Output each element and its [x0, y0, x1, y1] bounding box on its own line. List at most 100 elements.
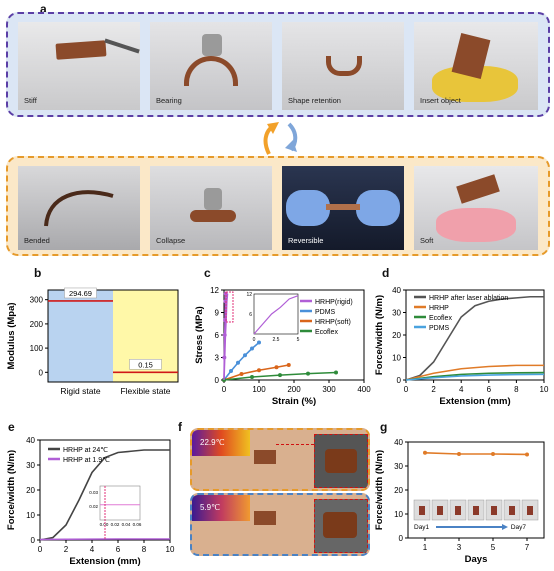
- y-axis-label: Force/width (N/m): [6, 450, 17, 530]
- x-axis-label: Days: [465, 554, 488, 565]
- series-line: [424, 452, 528, 456]
- x-tick-label: 8: [514, 385, 519, 394]
- thermal-image-warm: [192, 430, 250, 456]
- day-photo-sample: [437, 506, 443, 515]
- series-line: [405, 364, 544, 381]
- bent-sample: [44, 190, 114, 227]
- rigid-state-region: [48, 290, 113, 382]
- data-point: [229, 369, 233, 373]
- photo-soft: Soft: [414, 166, 538, 250]
- y-axis-label: Modulus (Mpa): [6, 302, 17, 369]
- inset-y-tick-label: 6: [249, 312, 252, 318]
- caption-shape-retention: Shape retention: [288, 96, 341, 105]
- x-tick-label: 10: [540, 385, 549, 394]
- x-tick-label: 4: [459, 385, 464, 394]
- x-tick-label: 7: [525, 543, 530, 552]
- data-point: [457, 452, 461, 456]
- y-tick-label: 3: [215, 354, 220, 363]
- x-axis-label: Strain (%): [272, 396, 316, 407]
- legend-label: HRHP at 1.9℃: [63, 457, 110, 464]
- x-tick-label: 0: [404, 385, 409, 394]
- y-tick-label: 0: [39, 368, 44, 377]
- x-axis-label: Extension (mm): [439, 396, 510, 407]
- panel-label-c: c: [204, 266, 211, 280]
- photo-bended: Bended: [18, 166, 140, 250]
- x-tick-label: 200: [287, 385, 301, 394]
- data-point: [257, 368, 261, 373]
- day-photo-sample: [527, 506, 533, 515]
- y-tick-label: 40: [392, 286, 401, 295]
- x-tick-label: 0: [38, 545, 43, 554]
- y-axis-label: Force/width (N/m): [374, 295, 385, 375]
- y-tick-label: 10: [26, 511, 35, 520]
- inset-y-tick-label: 0.03: [89, 490, 98, 495]
- glove-right: [356, 190, 400, 226]
- inset-x-tick-label: 0.06: [133, 522, 142, 527]
- caption-bearing: Bearing: [156, 96, 182, 105]
- series-line: [405, 295, 544, 381]
- y-tick-label: 20: [392, 331, 401, 340]
- day-photo-sample: [509, 506, 515, 515]
- y-tick-label: 30: [26, 461, 35, 470]
- legend-label: Ecoflex: [429, 315, 452, 322]
- series-line: [405, 371, 545, 381]
- y-tick-label: 6: [215, 331, 220, 340]
- arch-sample: [184, 56, 238, 86]
- film-sample: [55, 40, 107, 60]
- caption-stiff: Stiff: [24, 96, 37, 105]
- folded-sample: [326, 56, 362, 76]
- down-arrow-head: [285, 140, 297, 152]
- caption-reversible: Reversible: [288, 236, 324, 245]
- category-label: Rigid state: [60, 386, 100, 396]
- rigid-series-main: [223, 293, 229, 381]
- panel-label-g: g: [380, 420, 388, 434]
- weight: [202, 34, 222, 56]
- temp-cold: 5.9℃: [200, 503, 221, 512]
- legend-label: HRHP after laser ablation: [429, 295, 508, 302]
- y-tick-label: 30: [392, 309, 401, 318]
- x-tick-label: 8: [142, 545, 147, 554]
- stretched-sample: [326, 204, 360, 210]
- legend-label: PDMS: [429, 325, 450, 332]
- y-tick-label: 9: [215, 309, 220, 318]
- x-tick-label: 4: [90, 545, 95, 554]
- photo-collapse: Collapse: [150, 166, 272, 250]
- x-tick-label: 3: [457, 543, 462, 552]
- legend-label: HRHP(soft): [315, 319, 351, 326]
- thermal-image-cold: [192, 495, 250, 521]
- x-tick-label: 2: [431, 385, 436, 394]
- data-point: [239, 372, 244, 376]
- data-point: [491, 452, 495, 456]
- x-tick-label: 100: [252, 385, 266, 394]
- inset-x-tick-label: 0.00: [100, 522, 109, 527]
- x-tick-label: 2: [64, 545, 69, 554]
- legend-label: HRHP at 24℃: [63, 447, 108, 454]
- value-label-box: [64, 287, 97, 299]
- panel-label-b: b: [34, 266, 42, 280]
- sample-on-arm: [254, 450, 276, 464]
- data-point: [236, 360, 240, 365]
- data-point: [334, 370, 338, 375]
- series-line: [39, 449, 170, 541]
- x-tick-label: 6: [487, 385, 492, 394]
- y-tick-label: 12: [210, 286, 219, 295]
- x-tick-label: 10: [166, 545, 175, 554]
- inset-x-tick-label: 5: [297, 337, 300, 343]
- legend-label: HRHP(rigid): [315, 299, 353, 306]
- panel-f-warm: 22.9℃: [190, 428, 370, 491]
- day-label-end: Day7: [511, 524, 527, 531]
- y-tick-label: 300: [30, 296, 44, 305]
- value-label-box: [129, 359, 162, 370]
- x-tick-label: 300: [322, 385, 336, 394]
- data-point: [306, 371, 310, 376]
- photo-shape-retention: Shape retention: [282, 22, 404, 110]
- y-tick-label: 20: [26, 486, 35, 495]
- sample-on-arm-cold: [254, 511, 276, 525]
- y-axis-label: Stress (MPa): [194, 306, 205, 364]
- plot-frame: [47, 289, 179, 383]
- day-arrow-head: [502, 524, 508, 530]
- weight-collapse: [204, 188, 222, 210]
- y-tick-label: 0: [399, 534, 404, 543]
